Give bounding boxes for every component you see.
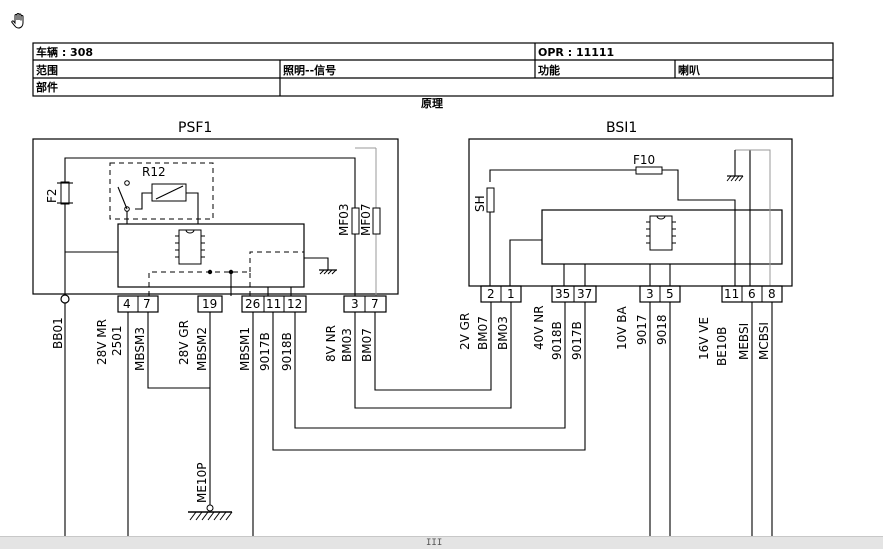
wire-labels: BB01 28V MR 2501 MBSM3 28V GR MBSM2 MBSM…: [51, 305, 771, 503]
function-label: 功能: [538, 63, 560, 77]
ground-symbol-icon: [188, 504, 233, 521]
psf1-pin: 3: [351, 297, 359, 311]
bsi1-pin: 2: [487, 287, 495, 301]
external-wiring: [64, 302, 773, 536]
wire-label-be10b: BE10B: [715, 327, 729, 366]
wire-label-mcbsi: MCBSI: [757, 322, 771, 360]
bsi1-pin: 35: [555, 287, 570, 301]
fuse-mf03-label: MF03: [337, 203, 351, 236]
fuse-mf03-icon: [351, 207, 360, 235]
wire-label-mbsm3: MBSM3: [133, 327, 147, 371]
psf1-pin: 19: [202, 297, 217, 311]
psf1-connector: [117, 295, 387, 313]
scrollbar-grip-icon[interactable]: III: [426, 538, 443, 548]
fuse-f10-icon: [635, 166, 663, 175]
function-value: 喇叭: [678, 63, 700, 77]
fuse-f2-label: F2: [45, 188, 59, 203]
principle-title: 原理: [421, 97, 443, 110]
psf1-pin: 7: [371, 297, 379, 311]
wire-label-9018b: 9018B: [280, 332, 294, 371]
wire-label-mbsm1: MBSM1: [238, 327, 252, 371]
wire-label-2501: 2501: [110, 325, 124, 356]
bsi1-title: BSI1: [606, 120, 637, 136]
header-table: [32, 42, 834, 97]
ground-symbol-icon: [726, 175, 744, 182]
ic-chip-icon: [646, 215, 676, 251]
fuse-f10-label: F10: [633, 153, 655, 167]
bsi1-pin: 1: [507, 287, 515, 301]
wire-label-9017b-bsi: 9017B: [570, 321, 584, 360]
bsi1-pin: 5: [666, 287, 674, 301]
wire-label-9017: 9017: [635, 314, 649, 345]
wire-label-mebsi: MEBSI: [737, 323, 751, 360]
opr-label: OPR : 11111: [538, 46, 614, 59]
relay-r12-label: R12: [142, 165, 166, 179]
psf1-box: [32, 138, 399, 295]
wire-label-8v-nr: 8V NR: [324, 325, 338, 362]
wire-label-mbsm2: MBSM2: [195, 327, 209, 371]
relay-r12-box: [109, 162, 214, 220]
bsi1-box: [468, 138, 793, 287]
psf1-pin: 26: [245, 297, 260, 311]
bb01-terminal-icon: [60, 294, 70, 304]
wire-label-bm03: BM03: [340, 328, 354, 362]
horizontal-scrollbar[interactable]: III: [0, 536, 883, 549]
psf1-ecu-box: [117, 223, 305, 288]
scope-value: 照明--信号: [283, 63, 336, 77]
fuse-f2-icon: [60, 181, 70, 205]
psf1-pin: 7: [143, 297, 151, 311]
wire-label-bm03-bsi: BM03: [496, 316, 510, 350]
wire-label-9017b: 9017B: [258, 332, 272, 371]
shunt-sh-label: SH: [473, 195, 487, 212]
wire-label-10v-ba: 10V BA: [615, 305, 629, 350]
wire-label-bb01: BB01: [51, 317, 65, 349]
wire-label-40v-nr: 40V NR: [532, 305, 546, 350]
bsi1-pin: 3: [646, 287, 654, 301]
wiring-diagram: 车辆 : 308 OPR : 11111 范围 照明--信号 功能 喇叭 部件 …: [32, 42, 834, 536]
bsi1-pin: 11: [724, 287, 739, 301]
ground-symbol-icon: [319, 269, 337, 275]
scope-label: 范围: [36, 63, 58, 77]
bsi1-pin: 8: [768, 287, 776, 301]
wire-label-28v-gr: 28V GR: [177, 320, 191, 365]
wire-label-bm07-bsi: BM07: [476, 316, 490, 350]
psf1-pin: 4: [123, 297, 131, 311]
psf1-pin: 11: [266, 297, 281, 311]
fuse-mf07-label: MF07: [359, 203, 373, 236]
wire-label-bm07: BM07: [360, 328, 374, 362]
bsi1-pin: 6: [748, 287, 756, 301]
bsi1-pin: 37: [577, 287, 592, 301]
wire-label-9018: 9018: [655, 314, 669, 345]
wire-label-28v-mr: 28V MR: [95, 319, 109, 365]
psf1-title: PSF1: [178, 120, 212, 136]
wire-label-me10p: ME10P: [195, 463, 209, 503]
relay-switch-icon: [117, 186, 128, 210]
bsi1-connector: [480, 285, 783, 303]
shunt-sh-icon: [486, 187, 495, 213]
bsi1-ecu-box: [541, 209, 783, 265]
wire-label-2v-gr: 2V GR: [458, 313, 472, 350]
vehicle-label: 车辆 : 308: [36, 45, 93, 59]
ic-chip-icon: [175, 229, 205, 265]
fuse-mf07-icon: [372, 207, 381, 235]
wire-label-16v-ve: 16V VE: [697, 317, 711, 360]
wire-label-9018b-bsi: 9018B: [550, 321, 564, 360]
hand-cursor-icon: [11, 13, 24, 29]
psf1-pin: 12: [287, 297, 302, 311]
parts-label: 部件: [36, 80, 58, 94]
